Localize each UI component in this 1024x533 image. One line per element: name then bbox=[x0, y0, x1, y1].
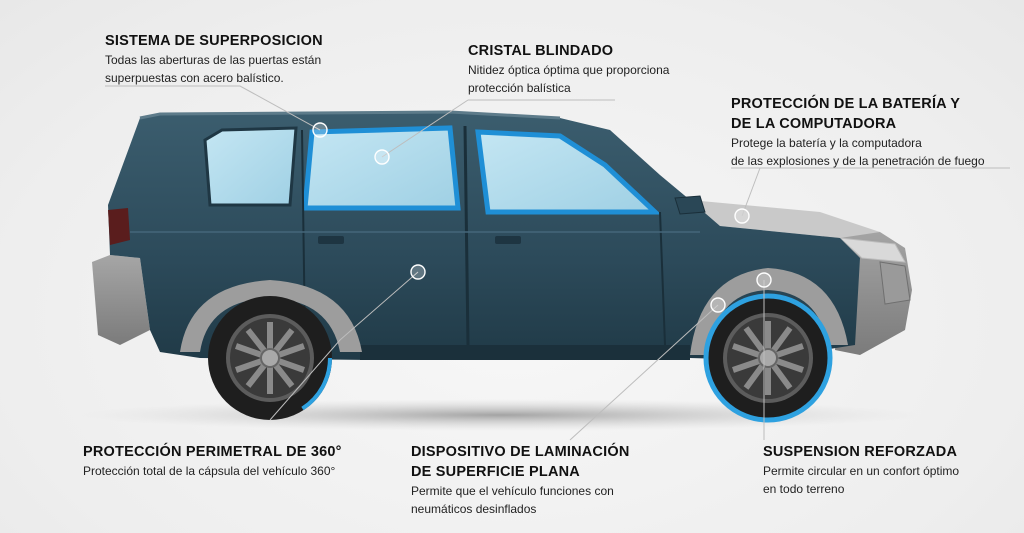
hotspot-suspension-icon[interactable] bbox=[756, 272, 772, 288]
door-seam-middle bbox=[463, 125, 470, 346]
rear-door-window bbox=[302, 125, 461, 211]
callout-title: PROTECCIÓN PERIMETRAL DE 360° bbox=[83, 444, 342, 460]
callout-desc-line: Todas las aberturas de las puertas están bbox=[105, 53, 322, 67]
hotspot-perimeter-icon[interactable] bbox=[410, 264, 426, 280]
door-seam-front bbox=[659, 211, 666, 346]
callout-desc-line: Protección total de la cápsula del vehíc… bbox=[83, 464, 336, 478]
callout-desc-line: superpuestas con acero balístico. bbox=[105, 71, 284, 85]
rear-wheel bbox=[208, 296, 332, 420]
callout-title: SUSPENSION REFORZADA bbox=[763, 444, 958, 460]
door-handle-front bbox=[495, 236, 521, 244]
callout-flat-lamination: DISPOSITIVO DE LAMINACIÓN DE SUPERFICIE … bbox=[411, 442, 711, 518]
callout-desc-line: Protege la batería y la computadora bbox=[731, 136, 922, 150]
rear-wheel-arch bbox=[180, 280, 362, 352]
callout-title: DISPOSITIVO DE LAMINACIÓN bbox=[411, 444, 630, 460]
callout-battery-protection: PROTECCIÓN DE LA BATERÍA Y DE LA COMPUTA… bbox=[731, 94, 1021, 170]
callout-desc-line: protección balística bbox=[468, 81, 571, 95]
grille bbox=[879, 261, 911, 305]
hood bbox=[690, 200, 880, 238]
callout-desc-line: Nitidez óptica óptima que proporciona bbox=[468, 63, 670, 77]
rear-bumper bbox=[92, 255, 150, 345]
callout-desc-line: neumáticos desinflados bbox=[411, 502, 537, 516]
callout-desc-line: de las explosiones y de la penetración d… bbox=[731, 154, 985, 168]
door-seam-rear bbox=[301, 129, 306, 341]
callout-title: PROTECCIÓN DE LA BATERÍA Y bbox=[731, 96, 961, 112]
sill bbox=[360, 345, 690, 360]
hotspot-overlap-icon[interactable] bbox=[312, 122, 328, 138]
rear-quarter-window bbox=[203, 126, 298, 207]
front-wheel-arch bbox=[690, 268, 848, 355]
hotspot-lamination-icon[interactable] bbox=[710, 297, 726, 313]
callout-desc-line: en todo terreno bbox=[763, 482, 845, 496]
callout-desc-line: Permite circular en un confort óptimo bbox=[763, 464, 960, 478]
side-mirror bbox=[674, 195, 706, 215]
callout-perimeter-protection: PROTECCIÓN PERIMETRAL DE 360° Protección… bbox=[83, 442, 413, 480]
front-wheel bbox=[703, 293, 833, 423]
headlight bbox=[838, 237, 906, 263]
callout-desc-line: Permite que el vehículo funciones con bbox=[411, 484, 614, 498]
roof-highlight bbox=[139, 110, 561, 120]
callout-armored-glass: CRISTAL BLINDADO Nitidez óptica óptima q… bbox=[468, 41, 748, 97]
hotspot-glass-icon[interactable] bbox=[374, 149, 390, 165]
callout-overlap-system: SISTEMA DE SUPERPOSICION Todas las abert… bbox=[105, 31, 405, 87]
leader-lines bbox=[105, 85, 1010, 441]
door-handle-rear bbox=[318, 236, 344, 244]
callout-title: DE LA COMPUTADORA bbox=[731, 116, 897, 132]
callout-reinforced-suspension: SUSPENSION REFORZADA Permite circular en… bbox=[763, 442, 1023, 498]
callout-title: SISTEMA DE SUPERPOSICION bbox=[105, 33, 323, 49]
hotspot-battery-icon[interactable] bbox=[734, 208, 750, 224]
callout-title: CRISTAL BLINDADO bbox=[468, 43, 614, 59]
tail-light bbox=[108, 208, 130, 245]
front-door-window bbox=[475, 129, 662, 215]
callout-title: DE SUPERFICIE PLANA bbox=[411, 464, 580, 480]
